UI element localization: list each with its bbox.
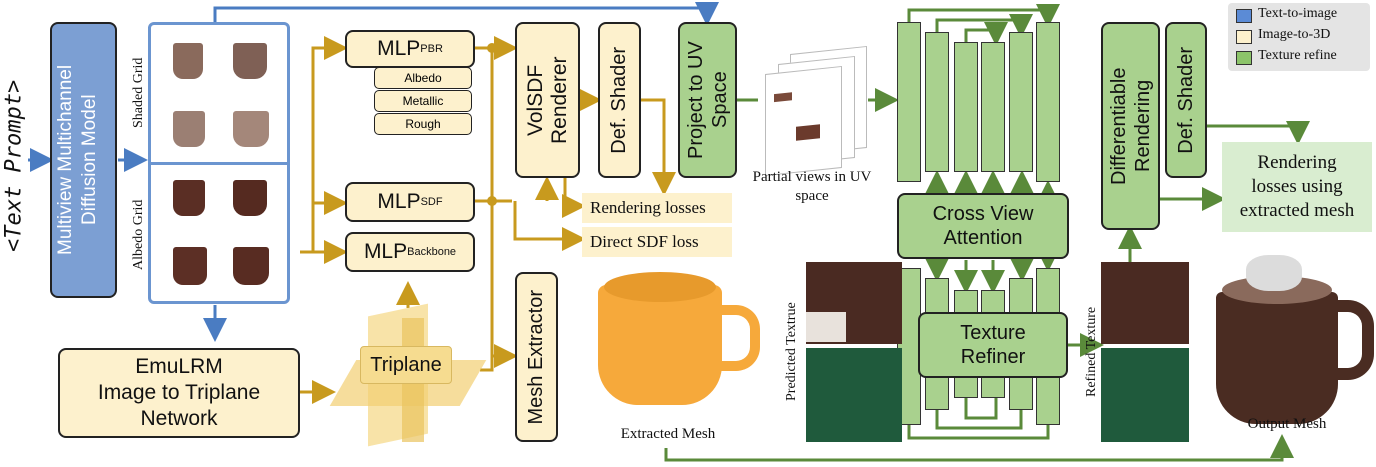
mesh-extractor-box: Mesh Extractor [515, 272, 558, 442]
predicted-normal-texture [806, 348, 902, 442]
mlp-sdf-label: MLP [377, 190, 421, 213]
texture-refiner-box: Texture Refiner [918, 312, 1068, 378]
multiview-grid-panel: Shaded Grid Albedo Grid [131, 22, 290, 304]
texture-refiner-line2: Refiner [960, 346, 1026, 368]
pbr-output-albedo: Albedo [374, 67, 472, 89]
mlp-pbr-subscript: PBR [420, 43, 443, 55]
rendering-losses-mesh-note: Rendering losses using extracted mesh [1222, 142, 1372, 232]
emulrm-box: EmuLRM Image to Triplane Network [58, 348, 300, 438]
rendering-losses-note: Rendering losses [582, 193, 732, 223]
uv-patch [774, 92, 792, 103]
mesh-extractor-label: Mesh Extractor [525, 289, 547, 425]
mlp-pbr-label: MLP [377, 37, 421, 60]
rendering-losses-line3: extracted mesh [1239, 200, 1355, 221]
emulrm-line2: Image to Triplane [97, 381, 261, 404]
mlp-backbone-label: MLP [363, 240, 408, 263]
shaded-grid-label: Shaded Grid [131, 57, 146, 129]
cross-view-line2: Attention [943, 227, 1023, 249]
cross-view-line1: Cross View [932, 203, 1034, 225]
albedo-grid-label: Albedo Grid [131, 199, 146, 271]
direct-sdf-loss-note: Direct SDF loss [582, 227, 732, 257]
mlp-backbone-subscript: Backbone [407, 246, 457, 258]
project-uv-label: Project to UV Space [684, 41, 731, 159]
text-prompt-label: <Text Prompt> [1, 79, 27, 253]
mlp-sdf-subscript: SDF [420, 196, 443, 208]
albedo-mug-image [173, 247, 207, 285]
albedo-mug-image [233, 180, 267, 216]
differentiable-rendering-label: Differentiable Rendering [1107, 67, 1154, 185]
legend-swatch [1236, 9, 1252, 23]
shaded-mug-image [233, 43, 267, 79]
rendering-losses-line1: Rendering [1257, 152, 1337, 173]
extracted-mesh-handle [712, 305, 760, 371]
predicted-albedo-texture [806, 262, 902, 344]
extracted-mesh-top [604, 272, 716, 302]
shaded-mug-image [173, 111, 205, 147]
project-uv-box: Project to UV Space [678, 22, 737, 178]
legend-label: Image-to-3D [1258, 27, 1331, 42]
network-layer [897, 22, 921, 182]
emulrm-line3: Network [140, 407, 218, 430]
network-layer [1009, 32, 1033, 172]
texture-patch [806, 312, 846, 342]
network-layer [1036, 22, 1060, 182]
output-mesh-handle [1330, 300, 1374, 380]
output-mesh-caption: Output Mesh [1247, 416, 1327, 432]
volsdf-renderer-label: VolSDF Renderer [523, 56, 571, 144]
partial-views-caption: Partial views in UV space [752, 169, 872, 204]
shaded-mug-image [173, 43, 203, 79]
legend-swatch [1236, 51, 1252, 65]
def-shader-box: Def. Shader [598, 22, 641, 178]
cross-view-attention-box: Cross View Attention [897, 193, 1069, 259]
extracted-mesh-image [598, 285, 722, 405]
legend-label: Texture refine [1258, 48, 1337, 63]
pbr-output-rough: Rough [374, 113, 472, 135]
legend-label: Text-to-image [1258, 6, 1338, 21]
pbr-output-metallic: Metallic [374, 90, 472, 112]
def-shader-2-box: Def. Shader [1165, 22, 1207, 178]
texture-refiner-line1: Texture [960, 322, 1026, 344]
partial-view-sheet [765, 65, 842, 177]
emulrm-title: EmuLRM [135, 355, 223, 378]
albedo-mug-image [233, 247, 269, 285]
refined-texture-label: Refined Texture [1084, 306, 1099, 398]
legend-swatch [1236, 30, 1252, 44]
refined-normal-texture [1101, 348, 1189, 442]
network-layer [954, 42, 978, 172]
def-shader-label: Def. Shader [608, 46, 630, 154]
shaded-mug-image [233, 111, 269, 147]
network-layer [925, 32, 949, 172]
predicted-texture-label: Predicted Textrue [784, 302, 799, 402]
grid-divider [151, 162, 287, 165]
rendering-losses-line2: losses using [1251, 176, 1343, 197]
output-mesh-marshmallows [1246, 255, 1302, 291]
extracted-mesh-caption: Extracted Mesh [620, 426, 716, 442]
volsdf-renderer-box: VolSDF Renderer [515, 22, 580, 178]
legend: Text-to-image Image-to-3D Texture refine [1228, 3, 1370, 71]
differentiable-rendering-box: Differentiable Rendering [1101, 22, 1160, 230]
uv-patch [796, 124, 820, 141]
def-shader-2-label: Def. Shader [1174, 46, 1197, 154]
albedo-mug-image [173, 180, 205, 216]
refined-albedo-texture [1101, 262, 1189, 344]
network-layer [981, 42, 1005, 172]
triplane-label: Triplane [360, 346, 452, 384]
diffusion-model-box: Multiview Multichannel Diffusion Model [50, 22, 117, 298]
diffusion-model-label: Multiview Multichannel Diffusion Model [54, 64, 100, 256]
output-mesh-image [1216, 292, 1338, 424]
